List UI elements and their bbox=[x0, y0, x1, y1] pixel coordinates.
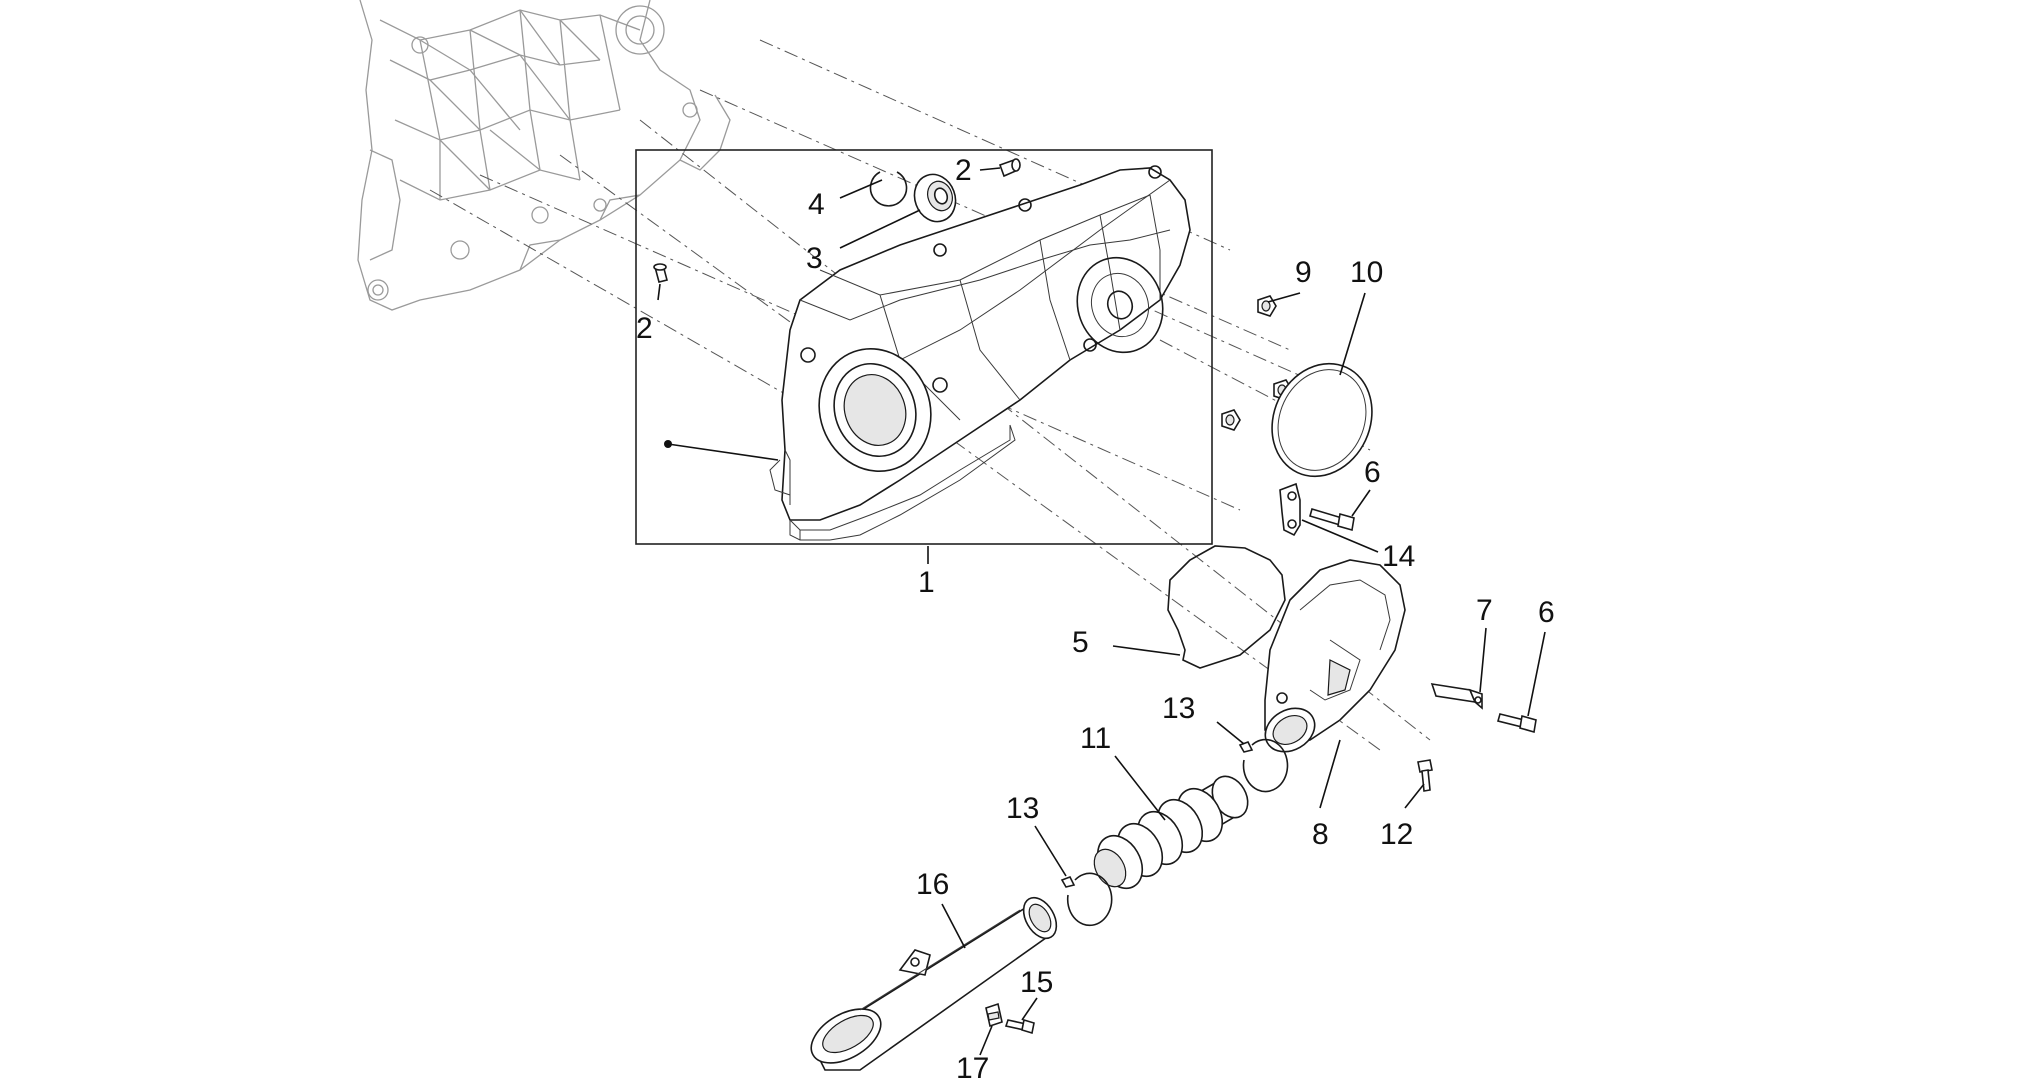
label-part-16: 16 bbox=[916, 868, 949, 901]
label-part-2b: 2 bbox=[636, 312, 653, 345]
label-part-6b: 6 bbox=[1538, 596, 1555, 629]
label-part-1: 1 bbox=[918, 566, 935, 599]
label-part-13a: 13 bbox=[1162, 692, 1195, 725]
cover-plate bbox=[1271, 362, 1373, 478]
label-part-3: 3 bbox=[806, 242, 823, 275]
dowel-pin-top bbox=[998, 158, 1021, 178]
bolt-lower bbox=[1497, 713, 1537, 734]
bolt-upper bbox=[1309, 508, 1355, 532]
label-part-7: 7 bbox=[1476, 594, 1493, 627]
bearing bbox=[913, 173, 957, 223]
label-part-4: 4 bbox=[808, 188, 825, 221]
label-part-6a: 6 bbox=[1364, 456, 1381, 489]
label-part-13b: 13 bbox=[1006, 792, 1039, 825]
label-part-17: 17 bbox=[956, 1052, 989, 1080]
transmission-cover bbox=[769, 165, 1191, 541]
label-part-5: 5 bbox=[1072, 626, 1089, 659]
label-part-9: 9 bbox=[1295, 256, 1312, 289]
hose-clamp-lower bbox=[1066, 872, 1113, 927]
clip-nut bbox=[985, 1002, 1003, 1028]
dowel-pin-left bbox=[653, 263, 668, 283]
circlip bbox=[869, 171, 908, 207]
label-part-11: 11 bbox=[1080, 722, 1111, 755]
label-part-12: 12 bbox=[1380, 818, 1413, 851]
label-part-15: 15 bbox=[1020, 966, 1053, 999]
intake-tube bbox=[810, 896, 1058, 1071]
part-labels: 1 2 2 3 4 5 6 6 7 8 9 10 11 12 13 13 14 … bbox=[636, 154, 1555, 1080]
label-part-10: 10 bbox=[1350, 256, 1383, 289]
label-part-14: 14 bbox=[1382, 540, 1415, 573]
screw bbox=[1417, 759, 1433, 792]
label-part-8: 8 bbox=[1312, 818, 1329, 851]
small-bolt bbox=[1004, 1018, 1035, 1035]
air-duct-housing bbox=[1264, 559, 1406, 753]
hose-clamp-upper bbox=[1242, 738, 1289, 793]
engine-crankcase bbox=[357, 0, 731, 311]
strap bbox=[1430, 683, 1483, 710]
kit-frame bbox=[635, 149, 1213, 545]
bellows-hose bbox=[1093, 775, 1249, 890]
leader-lines bbox=[657, 167, 1546, 1056]
bracket bbox=[1279, 482, 1301, 537]
gasket bbox=[1167, 545, 1286, 669]
label-part-2a: 2 bbox=[955, 154, 972, 187]
